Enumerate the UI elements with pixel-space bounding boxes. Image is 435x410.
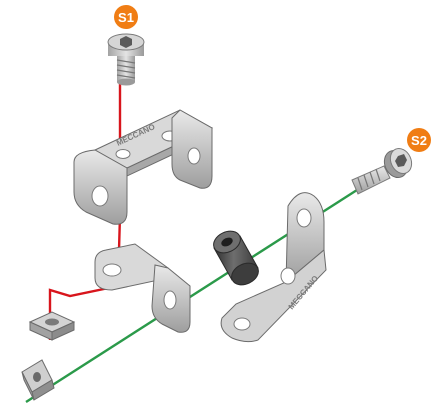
screw-s2 [351, 147, 413, 195]
step-badge-icon [114, 5, 138, 29]
square-nut-s2 [21, 359, 55, 401]
green-assembly-axis [25, 172, 383, 404]
angle-bracket [94, 243, 191, 333]
square-nut-s1 [28, 311, 76, 341]
step-badge-s1: S1 [114, 5, 138, 29]
spacer-sleeve [213, 230, 259, 286]
double-bracket: MECCANO [73, 109, 214, 225]
angle-plate: MECCANO [220, 192, 327, 343]
step-badge-s2: S2 [407, 128, 431, 152]
screw-s1 [107, 33, 145, 86]
step-badge-s2-label: S2 [411, 133, 427, 148]
step-badge-icon [407, 128, 431, 152]
step-badge-s1-label: S1 [118, 10, 134, 25]
